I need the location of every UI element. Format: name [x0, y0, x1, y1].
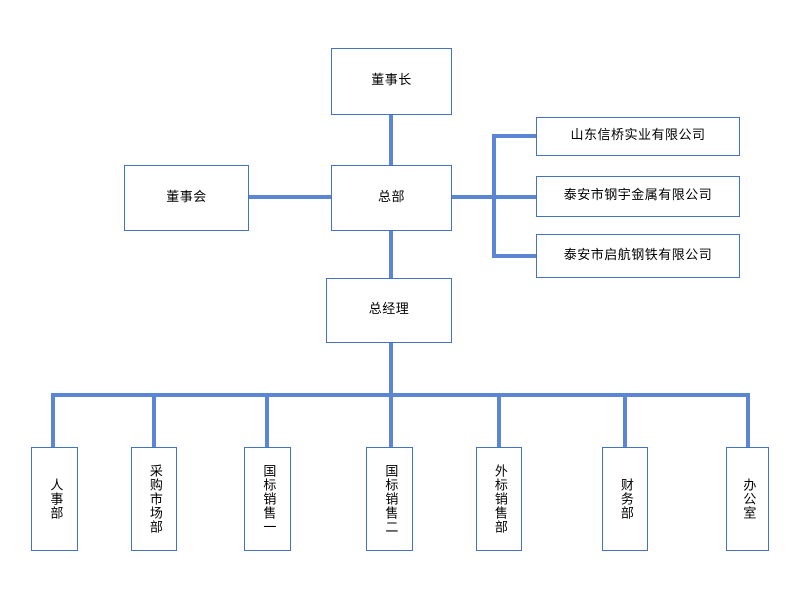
- connector-headquarters-to-general-manager: [389, 230, 393, 278]
- connector-bus-to-dept1: [51, 393, 55, 447]
- node-department-1[interactable]: 人事部: [31, 447, 78, 551]
- node-chairman[interactable]: 董事长: [331, 48, 452, 115]
- node-subsidiary-1-label: 山东信桥实业有限公司: [570, 128, 706, 144]
- node-subsidiary-3-label: 泰安市启航钢铁有限公司: [563, 247, 713, 263]
- connector-headquarters-to-trunk: [451, 195, 496, 199]
- node-department-6-label: 财务部: [617, 478, 633, 520]
- connector-bus-to-dept7: [746, 393, 750, 447]
- node-department-6[interactable]: 财务部: [602, 447, 648, 551]
- node-department-5-label: 外标销售部: [491, 464, 507, 534]
- connector-bus-to-dept3: [265, 393, 269, 447]
- node-department-7[interactable]: 办公室: [726, 447, 769, 551]
- connector-bus-to-dept6: [623, 393, 627, 447]
- node-board-of-directors-label: 董事会: [166, 189, 207, 205]
- connector-general-manager-to-bus: [389, 343, 393, 397]
- node-general-manager[interactable]: 总经理: [326, 278, 452, 343]
- node-general-manager-label: 总经理: [368, 302, 410, 318]
- node-department-2[interactable]: 采购市场部: [131, 447, 177, 551]
- node-headquarters-label: 总部: [377, 189, 405, 205]
- connector-bus-to-dept2: [152, 393, 156, 447]
- node-subsidiary-3[interactable]: 泰安市启航钢铁有限公司: [536, 234, 740, 278]
- connector-trunk-to-subsidiary-1: [492, 134, 538, 138]
- connector-board-to-headquarters: [248, 195, 333, 199]
- node-subsidiary-2[interactable]: 泰安市钢宇金属有限公司: [536, 176, 740, 217]
- node-headquarters[interactable]: 总部: [331, 165, 452, 231]
- connector-bus-to-dept5: [497, 393, 501, 447]
- node-department-4[interactable]: 国标销售二: [366, 447, 413, 551]
- connector-trunk-to-subsidiary-2: [492, 195, 538, 199]
- node-chairman-label: 董事长: [371, 73, 412, 89]
- node-department-7-label: 办公室: [740, 478, 756, 520]
- node-department-5[interactable]: 外标销售部: [476, 447, 522, 551]
- node-department-4-label: 国标销售二: [382, 464, 398, 534]
- connector-bus-to-dept4: [389, 393, 393, 447]
- node-department-3-label: 国标销售一: [260, 464, 276, 534]
- node-subsidiary-1[interactable]: 山东信桥实业有限公司: [536, 117, 740, 156]
- connector-chairman-to-headquarters: [389, 114, 393, 166]
- node-department-3[interactable]: 国标销售一: [244, 447, 291, 551]
- connector-trunk-to-subsidiary-3: [492, 254, 538, 258]
- node-department-1-label: 人事部: [47, 478, 63, 520]
- connector-department-bus: [51, 393, 750, 397]
- node-board-of-directors[interactable]: 董事会: [124, 165, 249, 231]
- node-department-2-label: 采购市场部: [146, 464, 162, 534]
- node-subsidiary-2-label: 泰安市钢宇金属有限公司: [563, 188, 713, 204]
